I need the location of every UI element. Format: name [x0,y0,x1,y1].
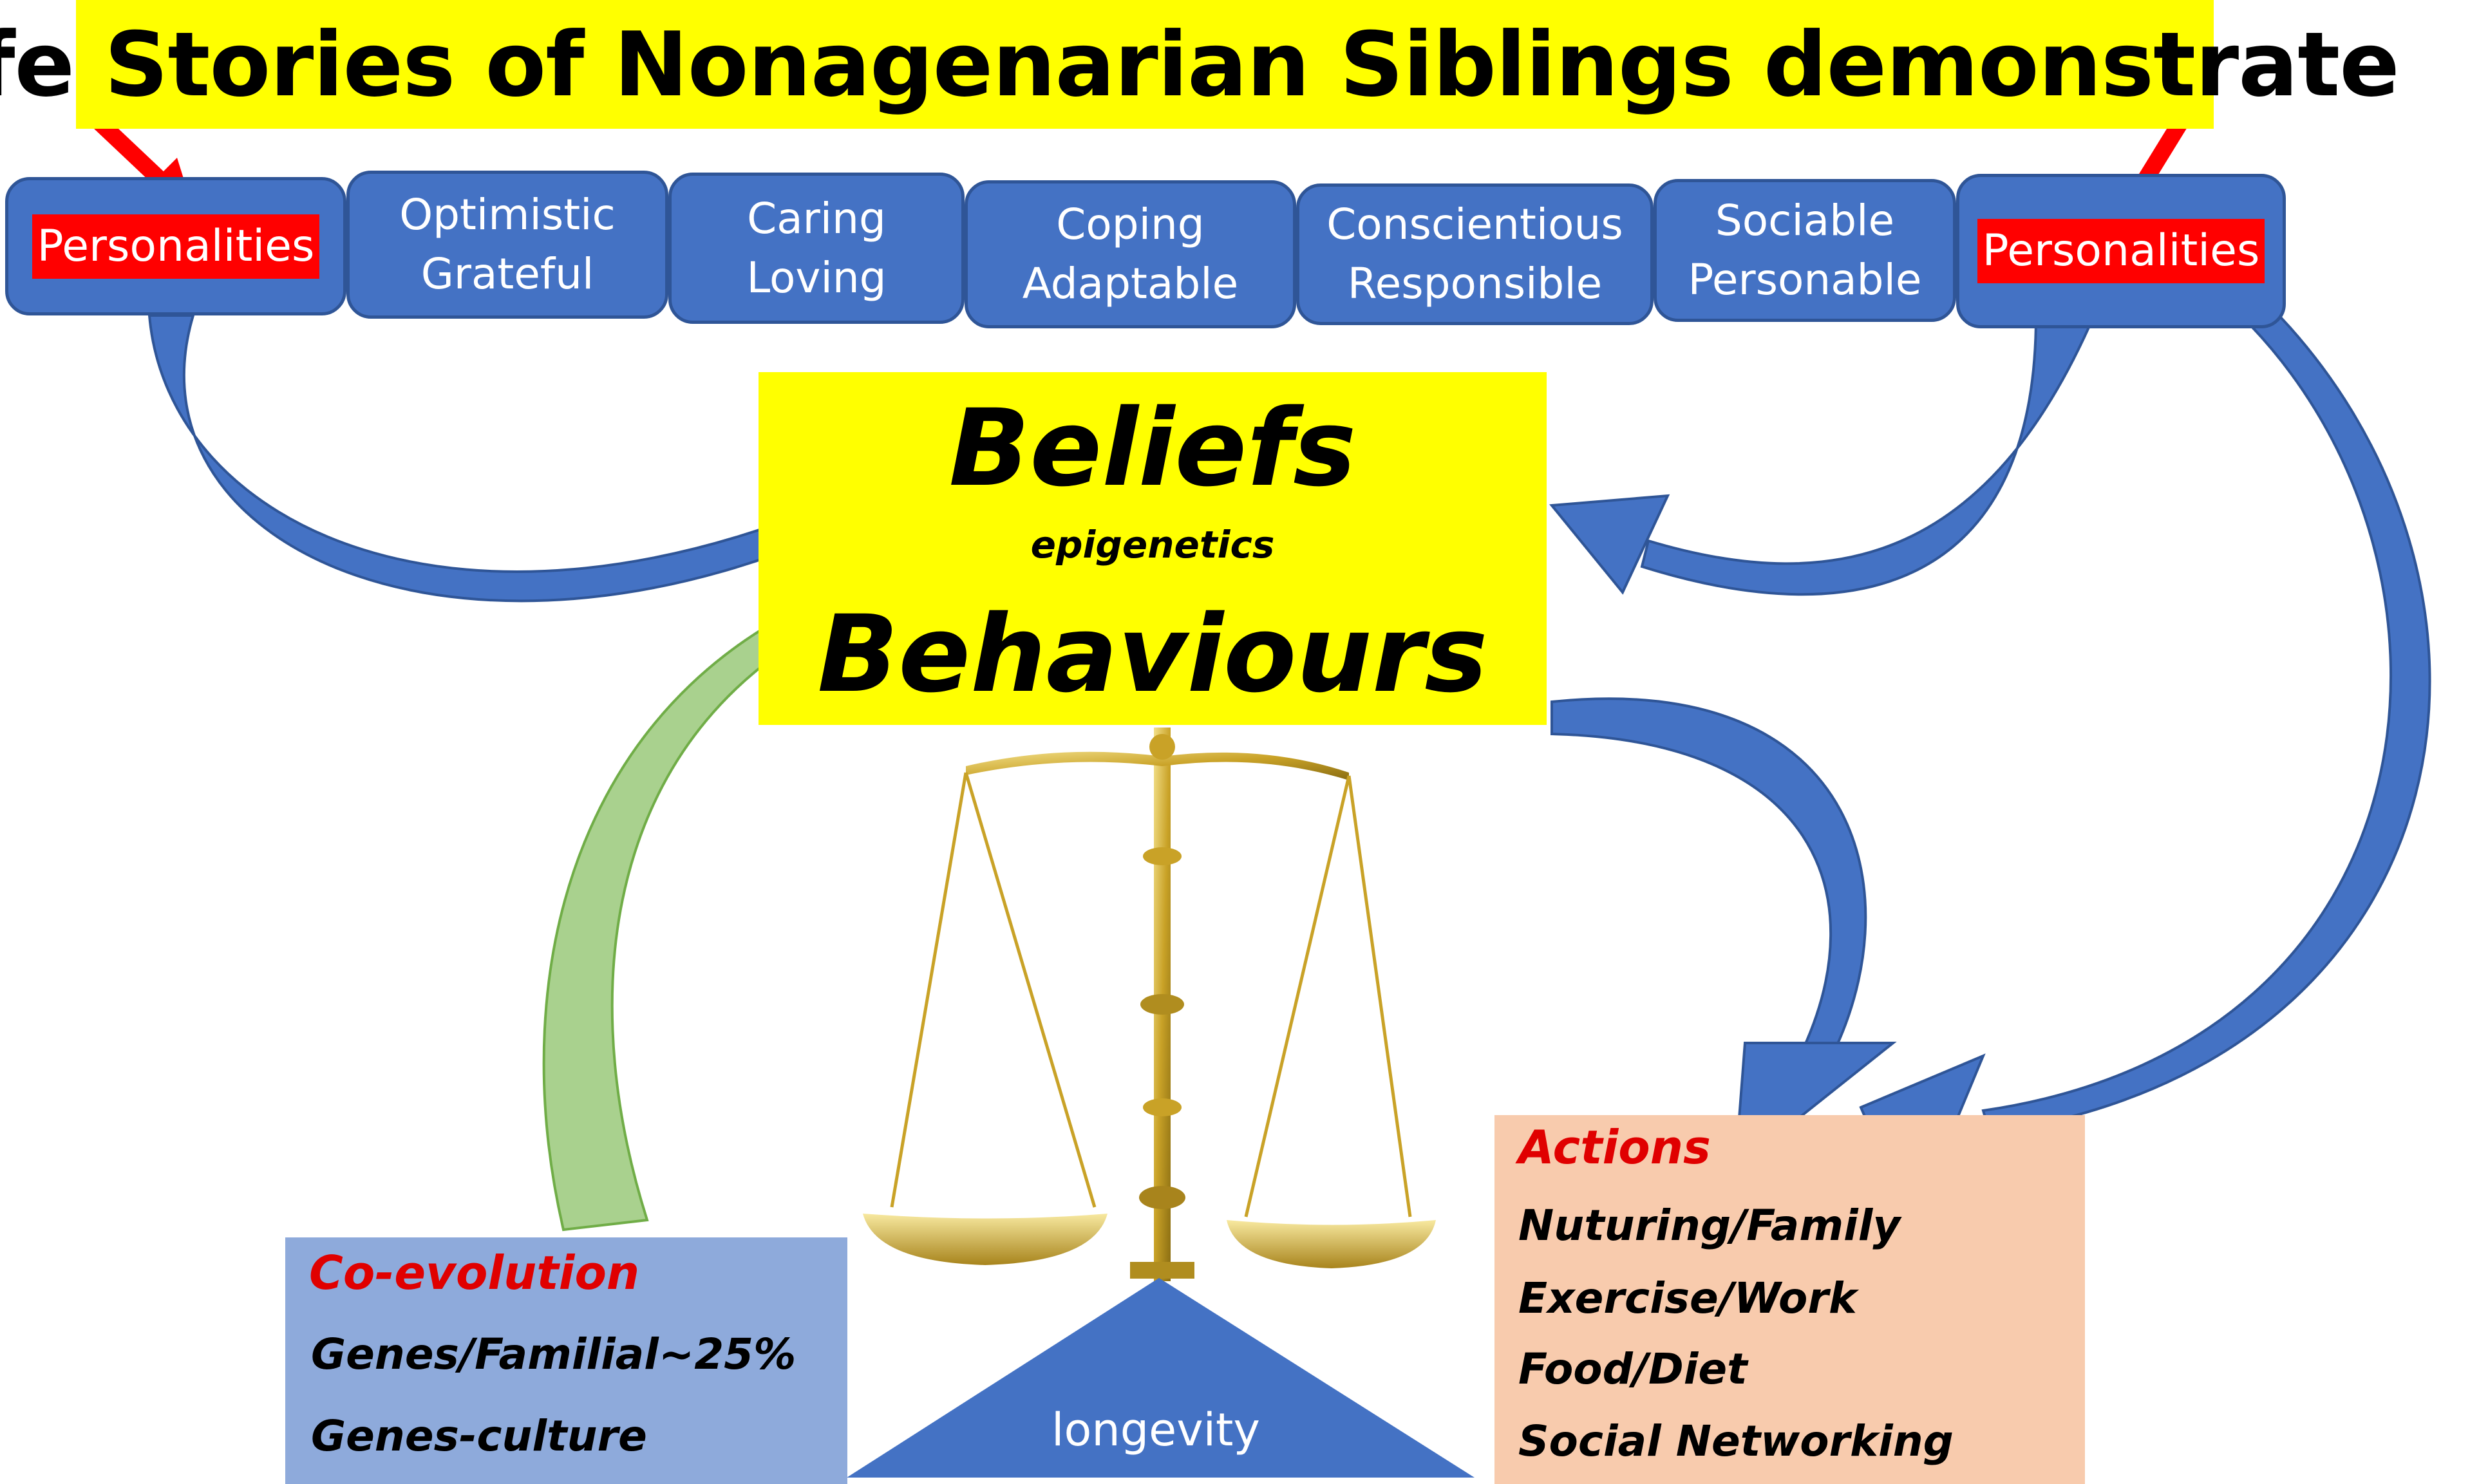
behaviours-label: Behaviours [817,592,1488,716]
coevolution-box [285,1237,847,1484]
trait-box-coping: Coping Adaptable [965,180,1296,328]
trait-line-1: Conscientious [1326,200,1623,249]
longevity-triangle [847,1278,1475,1478]
blue-arrow-right-to-center [1549,317,2095,596]
blue-arrow-right-to-actions [1859,301,2431,1230]
personalities-label-right: Personalities [1977,219,2265,283]
trait-line-2: Personable [1688,255,1922,305]
coevolution-heading: Co-evolution [309,1246,640,1300]
actions-item: Exercise/Work [1518,1273,1857,1323]
trait-line-1: Coping [1056,200,1205,249]
trait-box-sociable: Sociable Personable [1654,179,1956,322]
trait-box-conscientious: Conscientious Responsible [1296,183,1654,325]
balance-scale-image [863,728,1436,1281]
trait-box-optimistic: Optimistic Grateful [346,171,668,319]
beliefs-label: Beliefs [948,386,1357,510]
epigenetics-label: epigenetics [1030,523,1275,567]
trait-line-1: Sociable [1715,196,1895,245]
actions-item: Nuturing/Family [1518,1201,1901,1250]
actions-item: Social Networking [1518,1416,1954,1466]
trait-line-2: Loving [746,252,887,303]
beliefs-behaviours-box [759,372,1547,725]
actions-box [1494,1115,2085,1484]
trait-line-2: Grateful [420,249,594,299]
blue-arrow-behaviours-to-actions [1551,697,1897,1172]
actions-item: Food/Diet [1518,1344,1748,1394]
trait-line-1: Caring [747,193,886,243]
personalities-box-right: Personalities [1956,174,2286,328]
trait-line-2: Adaptable [1022,259,1239,308]
trait-line-1: Optimistic [399,190,616,240]
diagram-title: Life Stories of Nonagenarian Siblings de… [0,0,2400,129]
coevolution-item: Genes-culture [311,1411,647,1461]
actions-heading: Actions [1518,1120,1711,1174]
trait-box-caring: Caring Loving [668,173,965,324]
personalities-label-left: Personalities [32,214,320,279]
trait-line-2: Responsible [1347,259,1603,308]
personalities-box-left: Personalities [5,177,346,315]
coevolution-item: Genes/Familial~25% [311,1329,796,1379]
longevity-label: longevity [1051,1404,1260,1456]
